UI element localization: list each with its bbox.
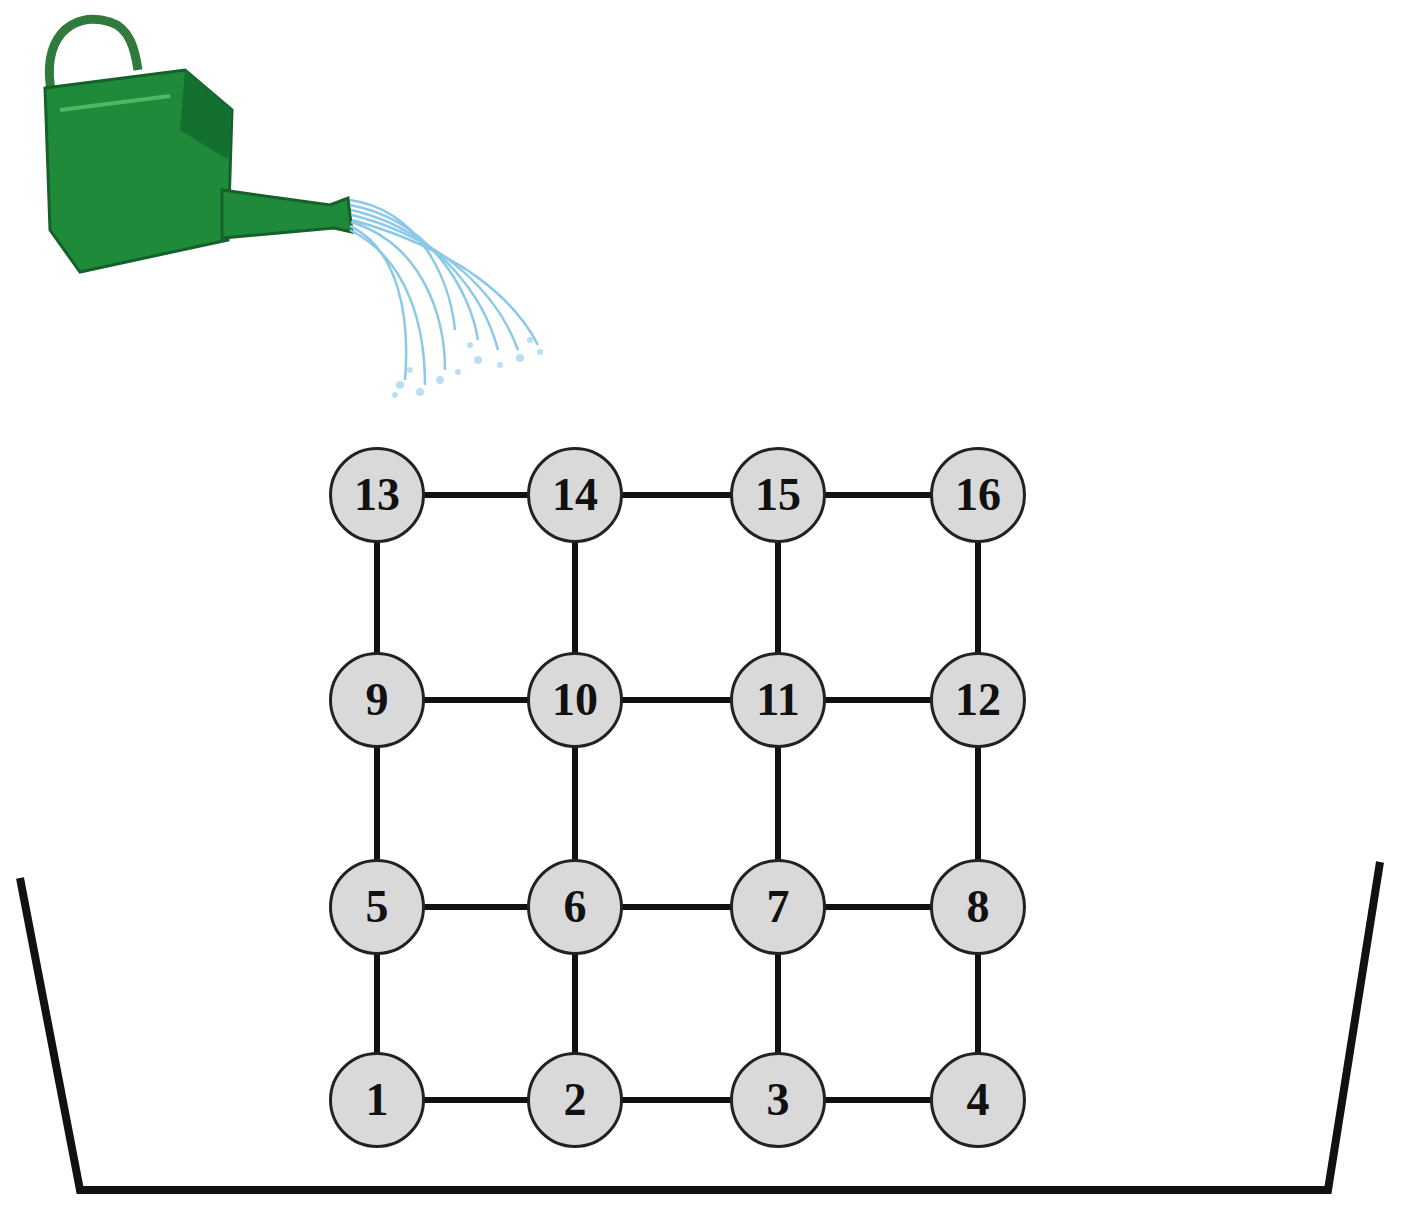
grid-link [775, 747, 781, 860]
grid-link [825, 904, 931, 910]
grid-node: 2 [527, 1052, 623, 1148]
grid-node: 8 [930, 859, 1026, 955]
grid-link [374, 542, 380, 653]
grid-node: 11 [730, 652, 826, 748]
node-number: 13 [354, 472, 400, 518]
grid-link [825, 697, 931, 703]
grid-link [975, 747, 981, 860]
grid-link [622, 904, 731, 910]
grid-node: 7 [730, 859, 826, 955]
grid-link [622, 1097, 731, 1103]
grid-link [622, 697, 731, 703]
grid-node: 12 [930, 652, 1026, 748]
node-number: 2 [564, 1077, 587, 1123]
grid-link [424, 697, 528, 703]
node-number: 15 [755, 472, 801, 518]
grid-link [572, 747, 578, 860]
water-drops [392, 337, 543, 398]
node-number: 1 [366, 1077, 389, 1123]
node-number: 7 [767, 884, 790, 930]
node-number: 6 [564, 884, 587, 930]
grid-node: 1 [329, 1052, 425, 1148]
grid-node: 3 [730, 1052, 826, 1148]
grid-link [374, 954, 380, 1053]
grid-link [424, 904, 528, 910]
grid-node: 14 [527, 447, 623, 543]
grid-link [975, 542, 981, 653]
node-number: 4 [967, 1077, 990, 1123]
node-number: 3 [767, 1077, 790, 1123]
node-number: 12 [955, 677, 1001, 723]
grid-node: 5 [329, 859, 425, 955]
node-number: 5 [366, 884, 389, 930]
grid-link [975, 954, 981, 1053]
node-number: 14 [552, 472, 598, 518]
grid-node: 6 [527, 859, 623, 955]
water-stream [350, 200, 538, 385]
grid-link [424, 492, 528, 498]
grid-link [622, 492, 731, 498]
grid-link [825, 1097, 931, 1103]
grid-link [374, 747, 380, 860]
grid-node: 15 [730, 447, 826, 543]
node-number: 16 [955, 472, 1001, 518]
grid-link [825, 492, 931, 498]
grid-node: 16 [930, 447, 1026, 543]
node-number: 10 [552, 677, 598, 723]
grid-link [775, 542, 781, 653]
grid-link [775, 954, 781, 1053]
trough [20, 862, 1380, 1190]
grid-link [572, 954, 578, 1053]
grid-node: 4 [930, 1052, 1026, 1148]
watering-can [45, 19, 352, 272]
grid-node: 13 [329, 447, 425, 543]
grid-node: 9 [329, 652, 425, 748]
node-number: 9 [366, 677, 389, 723]
grid-link [572, 542, 578, 653]
node-number: 8 [967, 884, 990, 930]
grid-node: 10 [527, 652, 623, 748]
grid-link [424, 1097, 528, 1103]
node-number: 11 [756, 677, 799, 723]
